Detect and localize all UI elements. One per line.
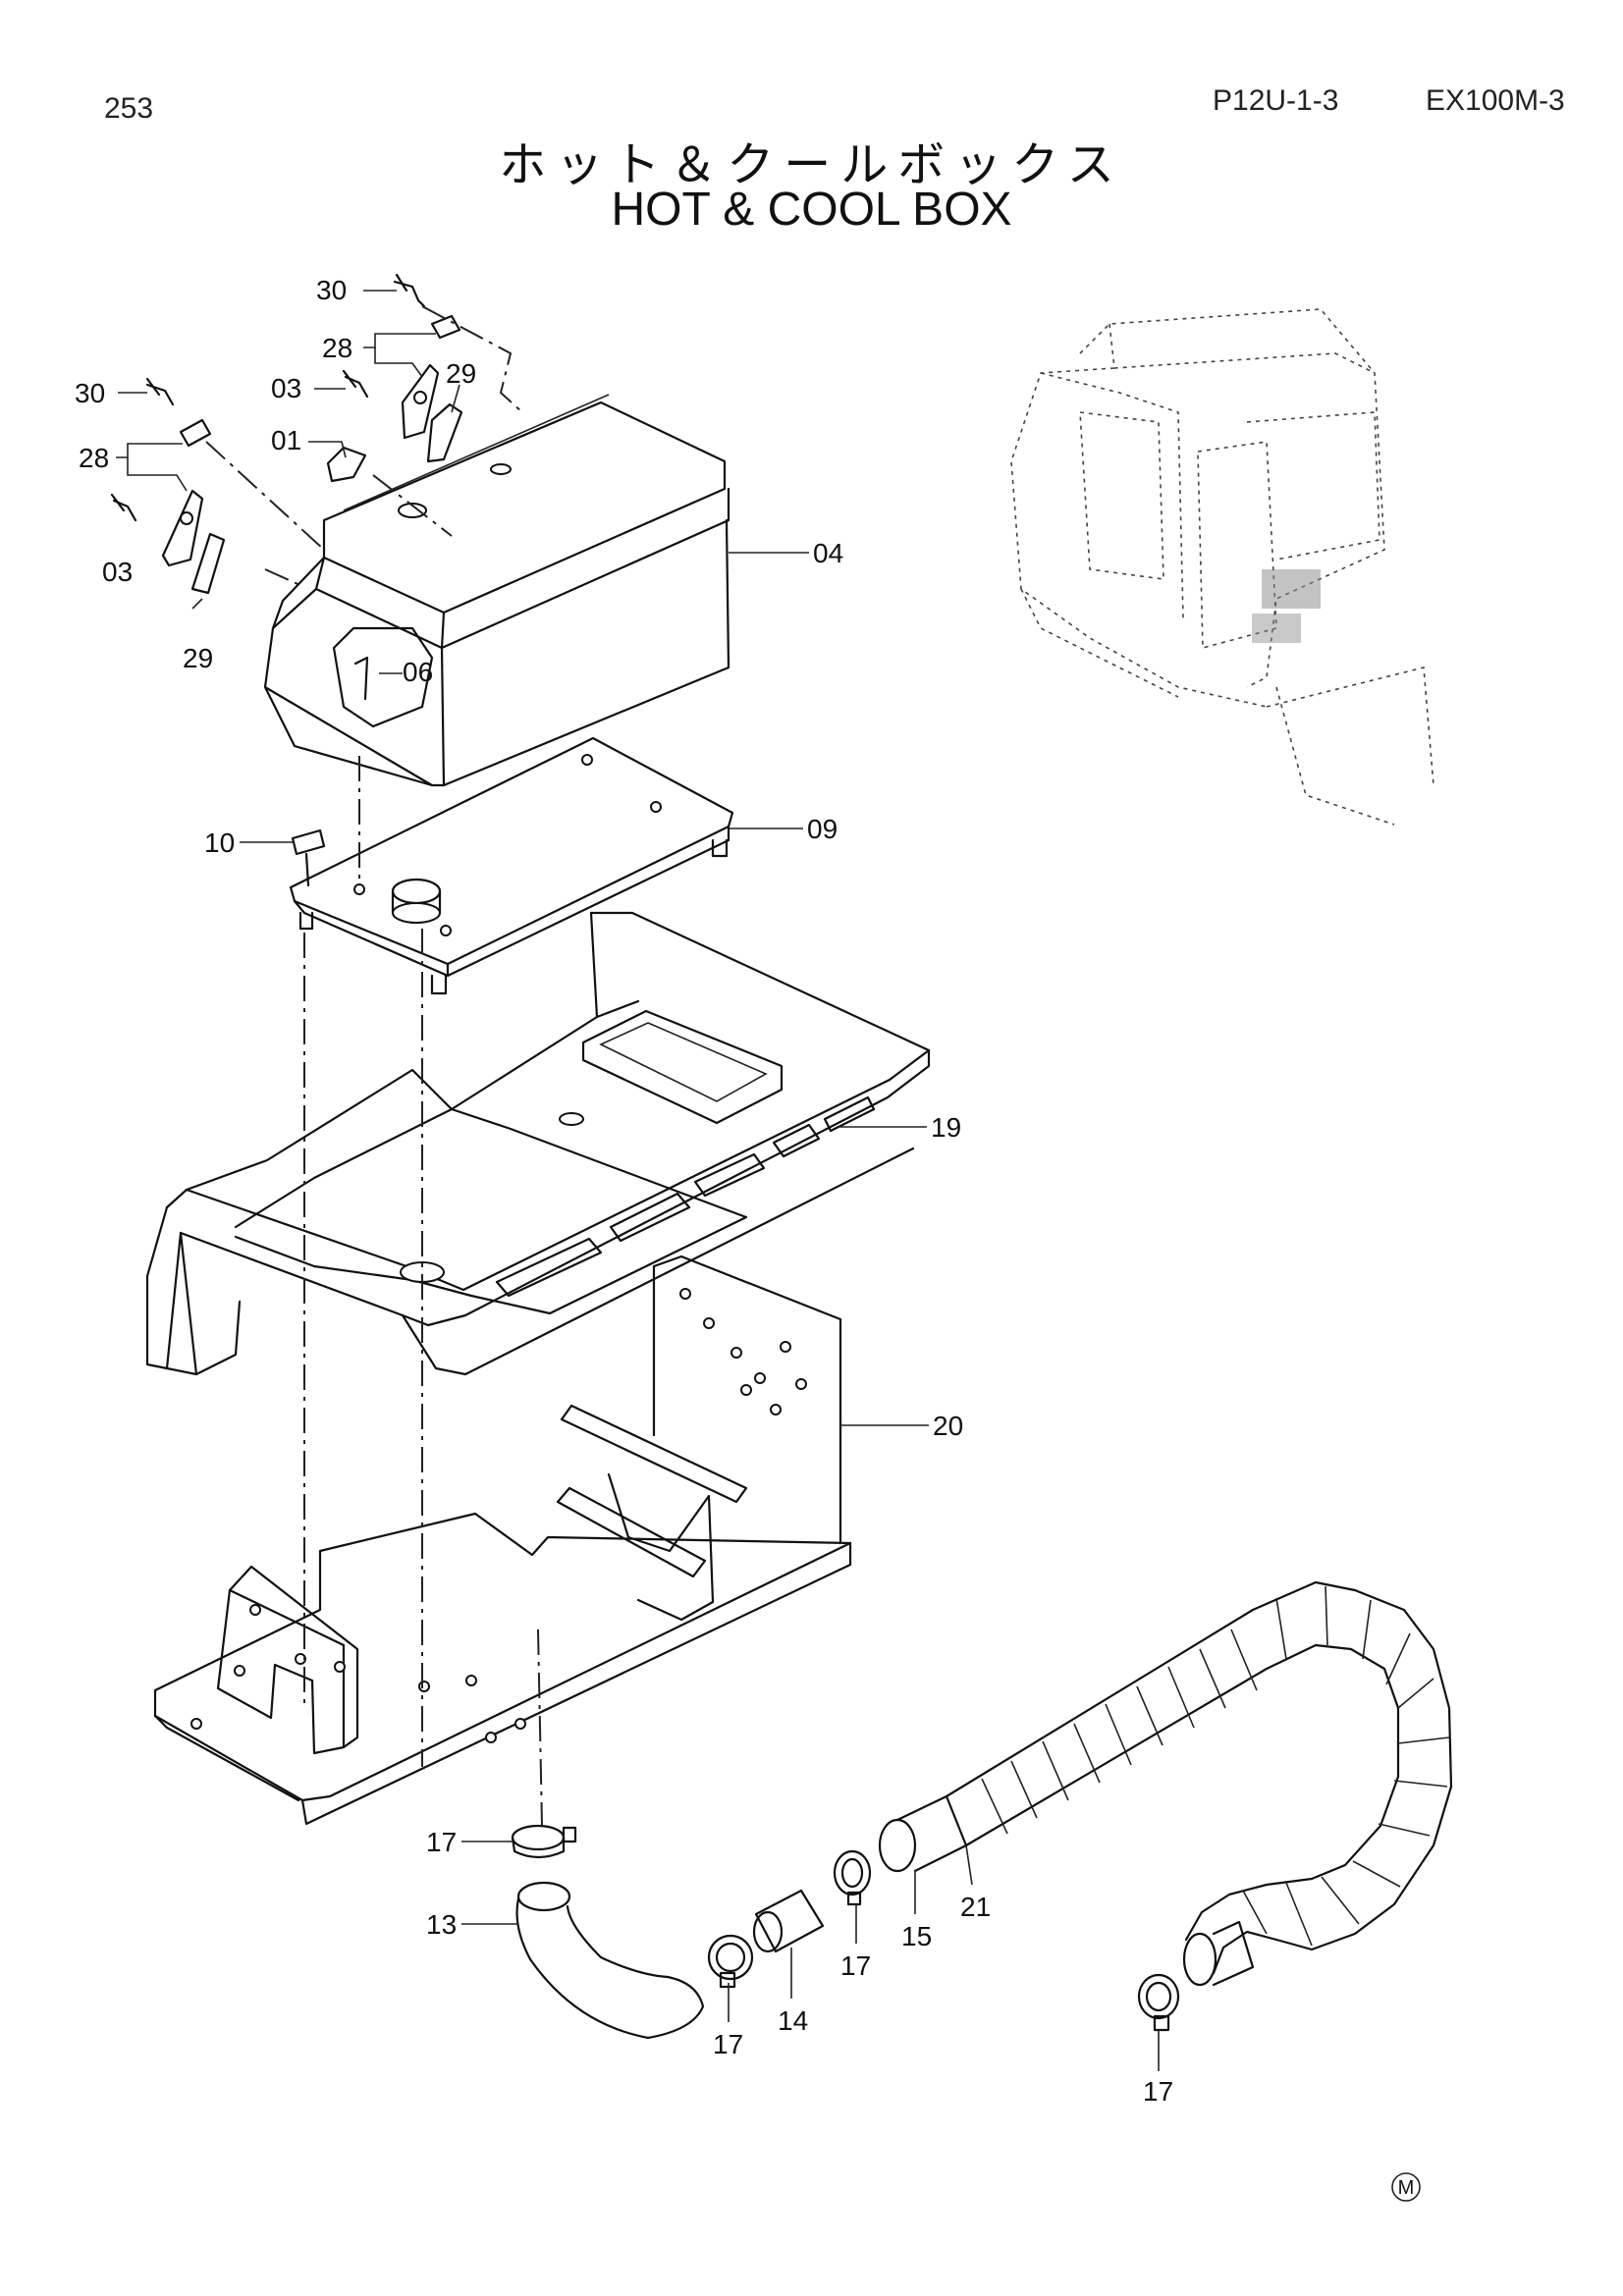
model-code: EX100M-3 bbox=[1426, 84, 1565, 117]
duct-assembly bbox=[511, 1580, 1453, 2040]
plate-09 bbox=[289, 736, 734, 995]
callout-04: 04 bbox=[813, 538, 843, 568]
box-04 bbox=[263, 394, 730, 787]
callout-19: 19 bbox=[931, 1112, 961, 1143]
hinge-hardware bbox=[110, 273, 463, 595]
cab-location-inset bbox=[1010, 308, 1434, 826]
title-japanese: ホット＆クールボックス bbox=[499, 137, 1124, 192]
callout-30: 30 bbox=[75, 378, 105, 408]
callout-13: 13 bbox=[426, 1909, 457, 1940]
callout-06: 06 bbox=[403, 657, 433, 687]
callout-28: 28 bbox=[322, 333, 352, 363]
callout-21: 21 bbox=[960, 1892, 991, 1922]
title-english: HOT & COOL BOX bbox=[611, 184, 1012, 236]
callout-09: 09 bbox=[807, 814, 838, 844]
callout-17: 17 bbox=[840, 1950, 871, 1981]
callout-28: 28 bbox=[79, 443, 109, 473]
callout-29: 29 bbox=[446, 358, 476, 389]
catalog-code: P12U-1-3 bbox=[1213, 84, 1339, 117]
page-number: 253 bbox=[104, 92, 154, 125]
callout-20: 20 bbox=[933, 1411, 963, 1441]
callout-03: 03 bbox=[271, 373, 301, 403]
footer-mark: M bbox=[1391, 2172, 1421, 2202]
callout-14: 14 bbox=[778, 2005, 808, 2036]
callout-30: 30 bbox=[316, 275, 347, 305]
assembly-lines bbox=[205, 305, 543, 1827]
callout-17: 17 bbox=[1143, 2076, 1173, 2107]
footer-mark-letter: M bbox=[1398, 2177, 1415, 2199]
callout-17: 17 bbox=[713, 2029, 743, 2059]
callout-29: 29 bbox=[183, 643, 213, 673]
callout-17: 17 bbox=[426, 1827, 457, 1857]
callout-03: 03 bbox=[102, 557, 133, 587]
callout-01: 01 bbox=[271, 425, 301, 455]
callout-labels: 30 28 03 29 30 01 28 03 29 04 06 10 09 1… bbox=[75, 275, 1173, 2107]
callout-15: 15 bbox=[901, 1921, 932, 1951]
leader-lines bbox=[116, 290, 1160, 2071]
console-19 bbox=[145, 911, 931, 1376]
bracket-20 bbox=[153, 1255, 852, 1826]
callout-10: 10 bbox=[204, 828, 235, 858]
